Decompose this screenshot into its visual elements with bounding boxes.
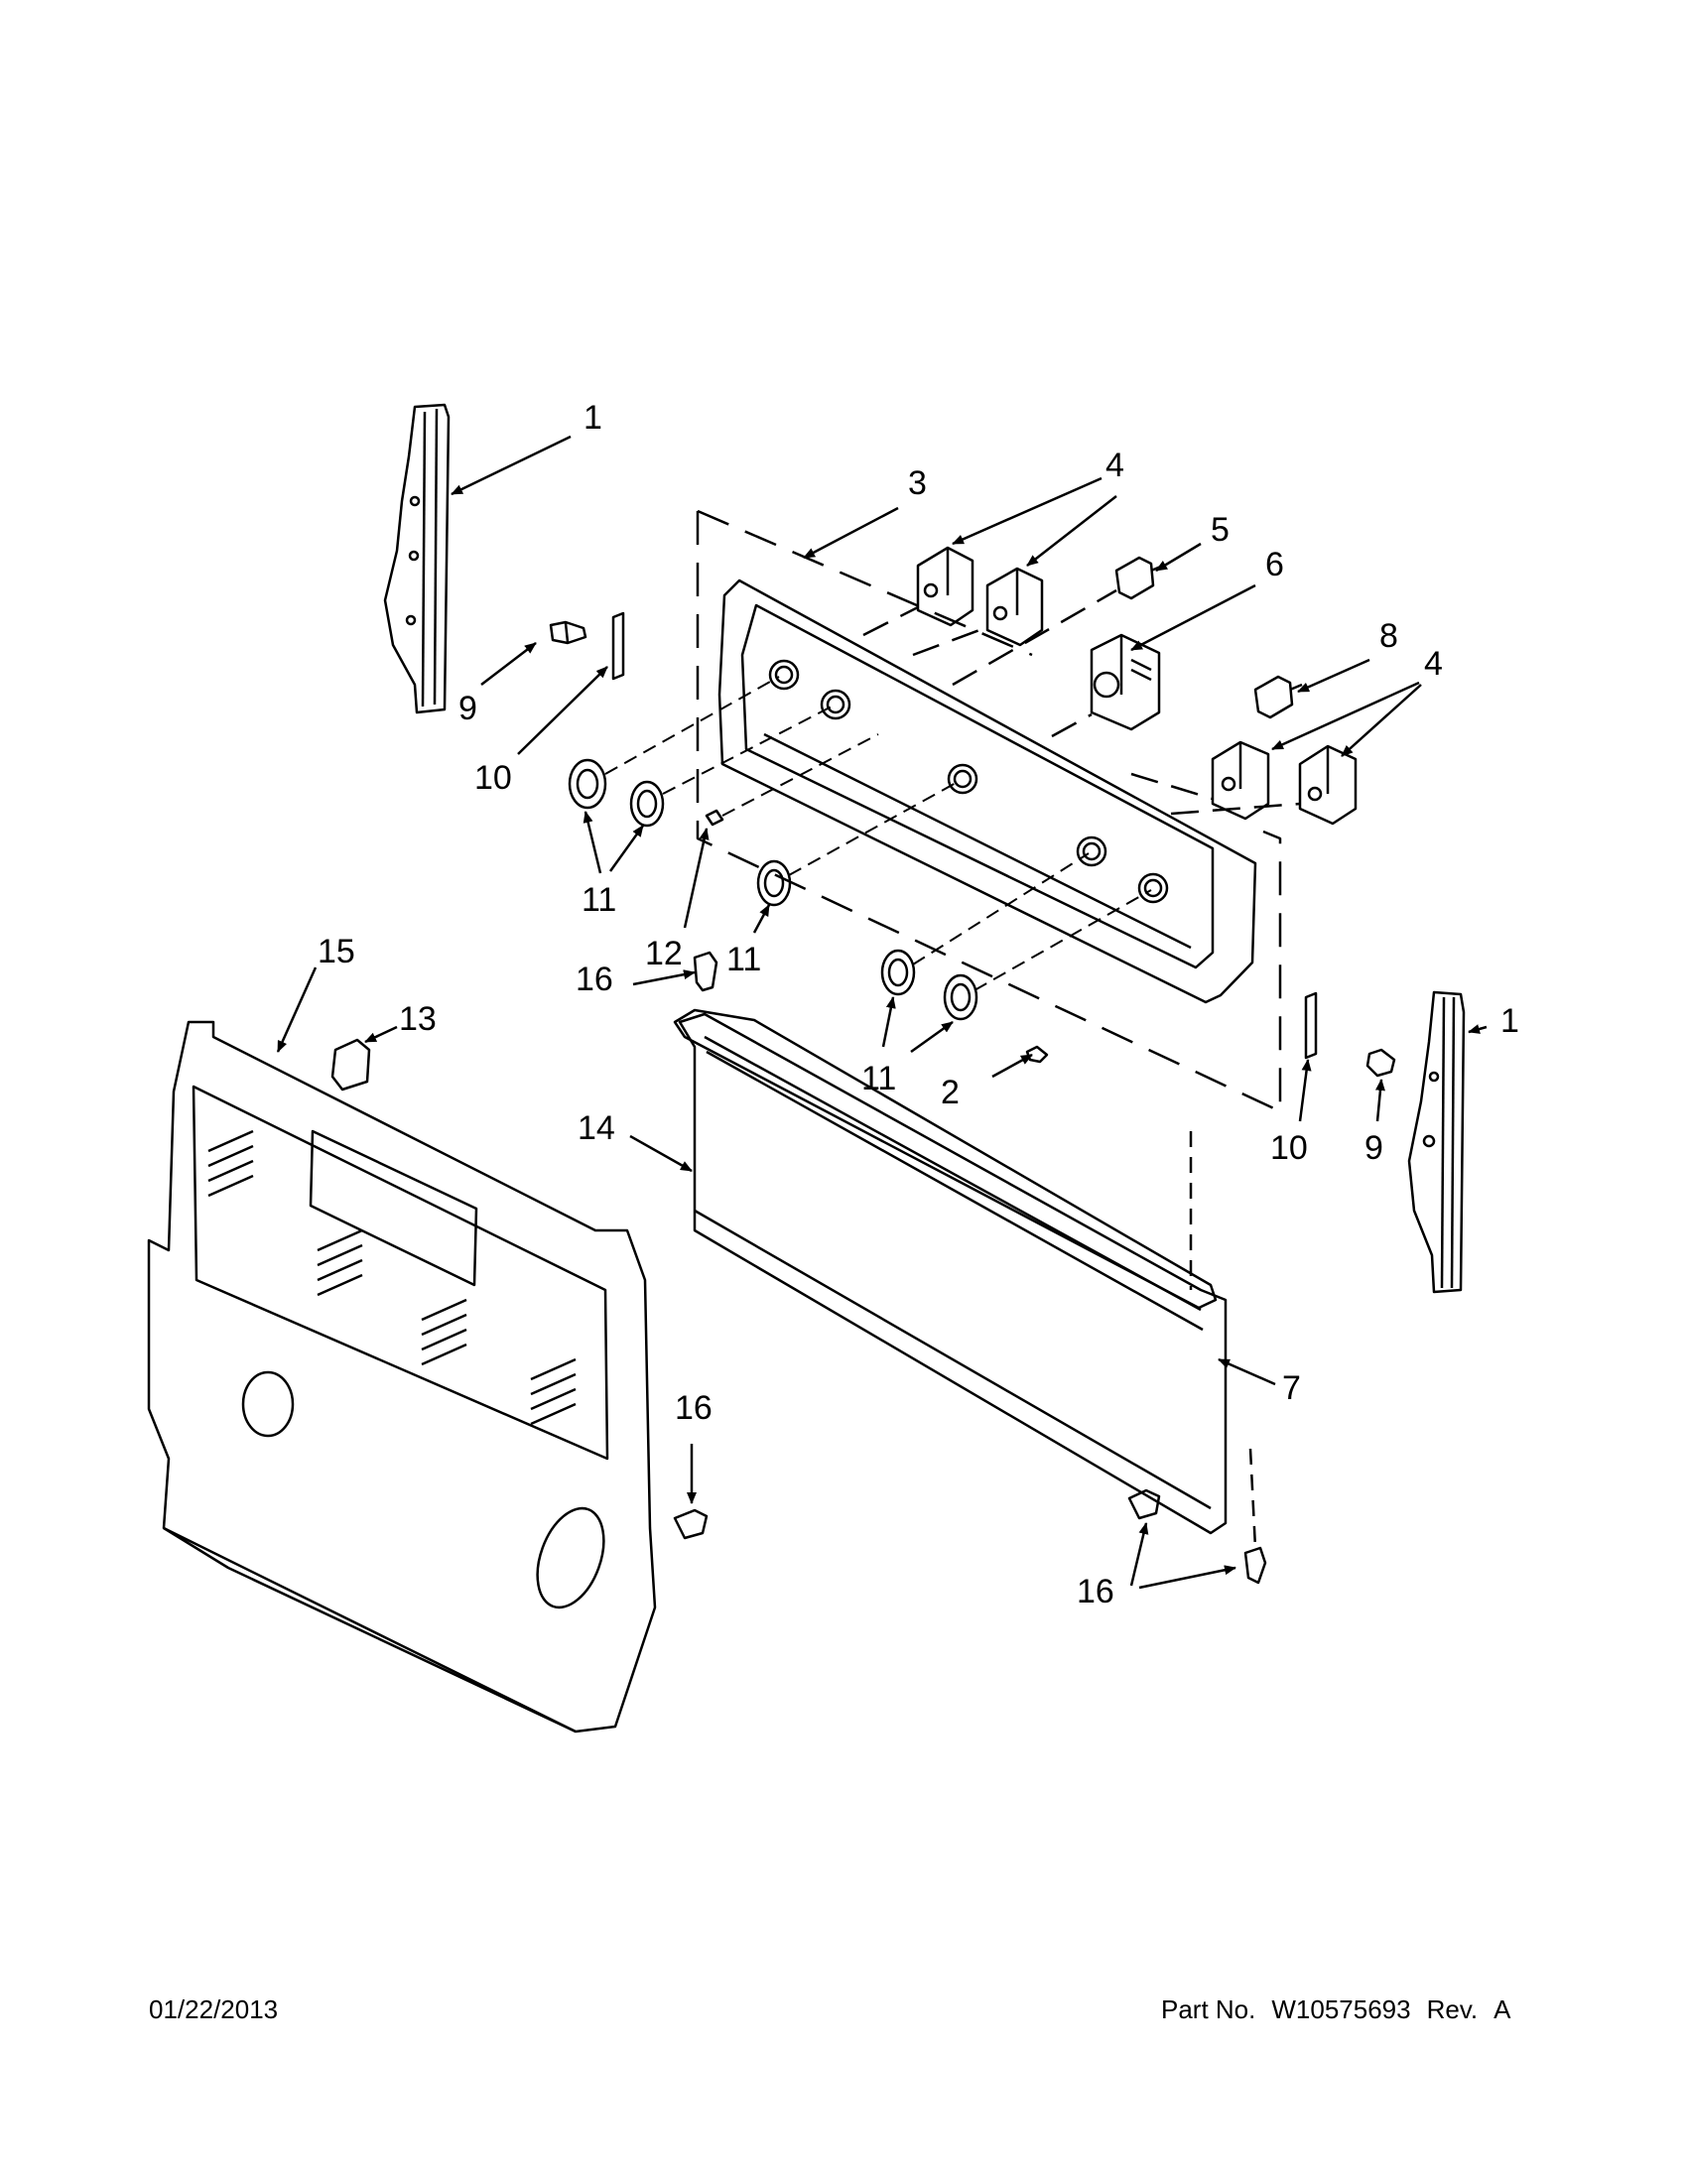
callout-2: 2 — [941, 1074, 960, 1111]
clip-10-left — [611, 611, 625, 681]
infinite-switch-4 — [1298, 744, 1358, 826]
infinite-switch-3 — [1211, 740, 1270, 821]
callout-labels: 1 1 2 3 4 4 5 6 7 8 9 9 10 10 11 11 11 1… — [318, 399, 1519, 1610]
signal-switch-8 — [1253, 675, 1303, 719]
infinite-switch-2 — [985, 567, 1044, 647]
rear-panel-15 — [147, 1020, 657, 1734]
callout-6: 6 — [1265, 546, 1284, 583]
callout-11-b: 11 — [726, 941, 761, 978]
knob-5 — [943, 973, 978, 1021]
footer-part-info: Part No. W10575693 Rev. A — [1161, 1994, 1526, 2025]
stand-off-dash — [1189, 1131, 1257, 1549]
screw-16-mid — [673, 1508, 709, 1540]
callout-1-left: 1 — [584, 399, 602, 437]
callout-16-mid: 16 — [675, 1389, 713, 1427]
callout-5: 5 — [1211, 511, 1230, 549]
side-bracket-left — [383, 403, 451, 714]
knob-1 — [568, 758, 607, 810]
callout-12: 12 — [645, 935, 683, 972]
screw-9-left — [549, 620, 587, 645]
callout-10-left: 10 — [474, 759, 512, 797]
callout-3: 3 — [908, 464, 927, 502]
screw-16-right-a — [1127, 1488, 1161, 1520]
callout-4-right: 4 — [1424, 645, 1443, 683]
knob-2 — [629, 780, 665, 828]
callout-16-bottom: 16 — [1077, 1573, 1114, 1610]
footer-date: 01/22/2013 — [149, 1994, 279, 2024]
screw-16-top — [693, 951, 718, 992]
signal-switch-5 — [1114, 556, 1164, 600]
callout-1-right: 1 — [1500, 1002, 1519, 1040]
trim-strip-7 — [673, 1008, 1218, 1310]
callout-7: 7 — [1282, 1369, 1301, 1407]
side-bracket-right — [1407, 990, 1466, 1294]
part-number: W10575693 — [1271, 1994, 1411, 2024]
rev-label: Rev. — [1426, 1994, 1479, 2024]
callout-11-a: 11 — [582, 881, 616, 919]
callout-4-top: 4 — [1105, 447, 1124, 484]
knob-4 — [880, 949, 916, 996]
screw-9-right — [1365, 1048, 1396, 1078]
leader-lines — [276, 435, 1488, 1590]
callout-8: 8 — [1379, 617, 1398, 655]
clip-10-right — [1304, 991, 1318, 1060]
console-dashed-outline — [696, 509, 1282, 1113]
callout-13: 13 — [399, 1000, 437, 1038]
part-label: Part No. — [1161, 1994, 1256, 2024]
knob-3 — [756, 859, 792, 907]
callout-15: 15 — [318, 933, 355, 970]
electronic-clock — [1090, 633, 1161, 731]
callout-10-right: 10 — [1270, 1129, 1308, 1167]
callout-16-top: 16 — [576, 961, 613, 998]
callout-11-c: 11 — [861, 1060, 896, 1097]
control-panel-console — [717, 578, 1257, 1004]
screw-2 — [1025, 1045, 1049, 1064]
knob-alignment-lines — [604, 676, 1152, 991]
screw-12 — [705, 809, 724, 827]
callout-9-left: 9 — [458, 690, 477, 727]
rev-value: A — [1493, 1994, 1511, 2024]
clip-13 — [330, 1038, 371, 1092]
screw-16-right-b — [1243, 1546, 1267, 1585]
callout-9-right: 9 — [1364, 1129, 1383, 1167]
callout-14: 14 — [578, 1109, 615, 1147]
component-alignment-lines — [862, 588, 1301, 816]
infinite-switch-1 — [916, 546, 974, 627]
